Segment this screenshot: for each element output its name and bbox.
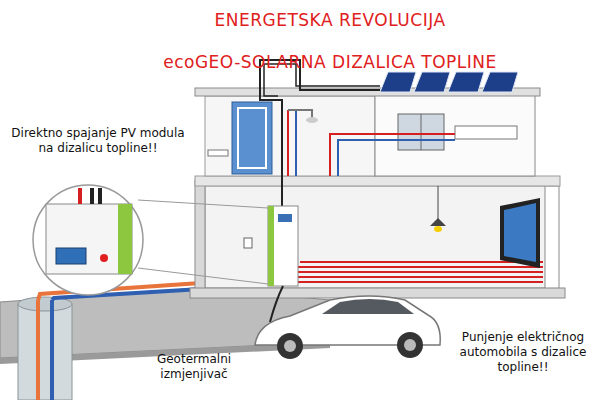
house-structure-part — [195, 180, 205, 290]
borehole-part — [50, 300, 54, 400]
upper-room-part — [338, 140, 455, 176]
floor-heating-part — [296, 266, 543, 268]
electric-car-part — [322, 299, 414, 314]
upper-room-part — [455, 126, 517, 139]
house-structure-part — [205, 186, 550, 288]
solar-panels-part — [414, 72, 450, 92]
lamp-and-tv-part — [430, 218, 446, 226]
zoom-callout-part — [138, 268, 268, 284]
upper-room-part — [398, 114, 444, 150]
bathroom-part — [232, 102, 272, 174]
zoom-callout-part — [98, 188, 102, 204]
solar-panels-part — [448, 72, 484, 92]
zoom-callout-part — [138, 200, 268, 208]
lamp-and-tv-part — [438, 186, 439, 220]
solar-panels-part — [260, 60, 380, 208]
heat-pump-part — [278, 214, 292, 222]
bathroom-part — [208, 150, 228, 156]
floor-heating-part — [284, 281, 543, 283]
lamp-and-tv-part — [504, 203, 536, 262]
subtitle: ecoGEO-SOLARNA DIZALICA TOPLINE — [130, 52, 530, 72]
electric-car-part — [404, 339, 416, 351]
zoom-callout-part — [33, 185, 143, 295]
floor-heating-part — [288, 276, 543, 278]
diagram-title: ENERGETSKA REVOLUCIJA — [130, 10, 530, 30]
callout-note: Direktno spajanje PV modula na dizalicu … — [2, 126, 194, 156]
zoom-callout — [33, 185, 268, 295]
zoom-callout-part — [100, 254, 108, 262]
house-structure-part — [205, 96, 375, 176]
electric-car-part — [277, 333, 303, 359]
bathroom — [208, 102, 318, 176]
solar-panels-part — [380, 72, 416, 92]
borehole-part — [18, 304, 72, 400]
bathroom-part — [306, 117, 318, 123]
floor-heating — [284, 262, 543, 282]
zoom-callout-part — [90, 188, 94, 204]
heat-pump — [244, 206, 298, 286]
house-structure-part — [195, 176, 560, 186]
bathroom-part — [295, 110, 297, 176]
solar-panels — [260, 60, 518, 208]
electric-car-part — [270, 286, 283, 322]
lamp-and-tv-part — [500, 198, 540, 268]
zoom-callout-part — [118, 204, 132, 274]
heat-pump-part — [268, 206, 298, 286]
electric-car-part — [284, 340, 296, 352]
bathroom-part — [288, 110, 312, 118]
zoom-callout-part — [78, 188, 82, 204]
zoom-callout-part — [46, 204, 132, 274]
electric-car — [255, 286, 440, 359]
callout-note: Punjenje električnog automobila s dizali… — [448, 330, 598, 375]
lamp-and-tv — [430, 186, 540, 268]
lamp-and-tv-part — [434, 226, 442, 232]
heat-pump-part — [268, 206, 274, 286]
electric-car-part — [397, 332, 423, 358]
house-structure-part — [545, 186, 559, 290]
borehole-part — [36, 300, 40, 400]
upper-room — [330, 114, 517, 176]
callout-note: Geotermalni izmjenjivač — [138, 352, 250, 382]
bathroom-part — [287, 110, 289, 176]
upper-room-part — [330, 134, 455, 176]
bathroom-part — [238, 108, 266, 168]
floor-heating-part — [292, 271, 543, 273]
house-structure — [190, 88, 565, 298]
solar-panels-part — [482, 72, 518, 92]
upper-room-part — [421, 114, 422, 150]
zoom-callout-part — [56, 248, 86, 264]
heat-pump-part — [244, 238, 252, 248]
